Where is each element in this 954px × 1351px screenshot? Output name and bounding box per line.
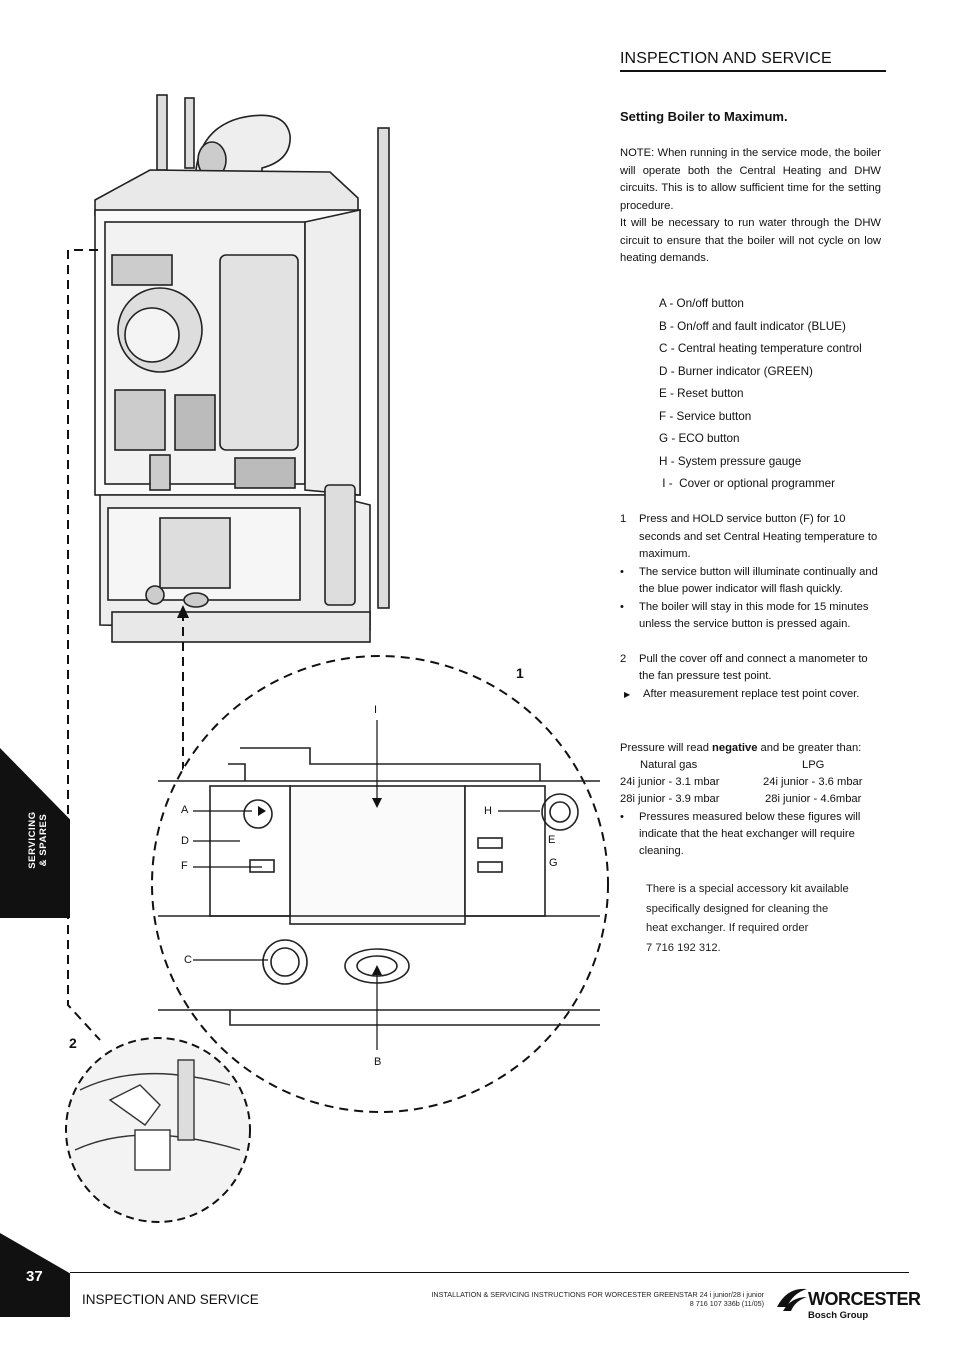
step-text: Press and HOLD service button (F) for 10… bbox=[639, 513, 878, 560]
step-1-bullet-2: • The boiler will stay in this mode for … bbox=[620, 599, 885, 634]
legend-item-c: C - Central heating temperature control bbox=[659, 342, 862, 355]
step-text: Pull the cover off and connect a manomet… bbox=[639, 652, 868, 683]
legend-item-b: B - On/off and fault indicator (BLUE) bbox=[659, 319, 846, 333]
callout-c: C bbox=[184, 954, 192, 966]
brand-subtitle: Bosch Group bbox=[808, 1310, 869, 1321]
callout-e: E bbox=[548, 834, 556, 846]
bullet-icon: • bbox=[620, 600, 624, 613]
page-number: 37 bbox=[26, 1268, 43, 1285]
callout-i: I bbox=[374, 704, 378, 716]
cell-ng-24i: 24i junior - 3.1 mbar bbox=[620, 776, 720, 788]
cell-lpg-24i: 24i junior - 3.6 mbar bbox=[763, 776, 863, 788]
note-paragraph-2: It will be necessary to run water throug… bbox=[620, 217, 881, 264]
footer-doc-info: INSTALLATION & SERVICING INSTRUCTIONS FO… bbox=[431, 1290, 764, 1308]
legend-item-f: F - Service button bbox=[659, 409, 752, 423]
bullet-icon: • bbox=[620, 811, 624, 823]
cell-ng-28i: 28i junior - 3.9 mbar bbox=[620, 793, 720, 805]
note-paragraph-1: NOTE: When running in the service mode, … bbox=[620, 147, 881, 212]
callout-a: A bbox=[181, 804, 189, 816]
arrow-icon bbox=[372, 965, 382, 975]
step-number: 2 bbox=[620, 652, 627, 665]
page-header-title: INSPECTION AND SERVICE bbox=[620, 50, 886, 72]
accessory-kit-note: There is a special accessory kit availab… bbox=[646, 883, 849, 954]
step-2: 2 Pull the cover off and connect a manom… bbox=[620, 651, 885, 686]
arrow-icon bbox=[372, 798, 382, 808]
callout-b: B bbox=[374, 1056, 382, 1068]
column-head-natural-gas: Natural gas bbox=[640, 759, 698, 771]
callout-d: D bbox=[181, 835, 189, 847]
pressure-table: Pressure will read negative and be great… bbox=[620, 740, 885, 860]
step-1-bullet-1: • The service button will illuminate con… bbox=[620, 564, 885, 599]
legend-item-e: E - Reset button bbox=[659, 387, 744, 400]
figure-1-label: 1 bbox=[516, 665, 524, 681]
triangle-bullet-icon: ▶ bbox=[624, 689, 631, 699]
column-head-lpg: LPG bbox=[802, 759, 825, 771]
callout-f: F bbox=[181, 860, 188, 872]
footer-divider bbox=[70, 1272, 909, 1273]
note-block: NOTE: When running in the service mode, … bbox=[620, 145, 881, 268]
figure-2-label: 2 bbox=[69, 1035, 77, 1051]
legend-item-i: I - Cover or optional programmer bbox=[659, 477, 836, 490]
section-title: Setting Boiler to Maximum. bbox=[620, 109, 788, 124]
footer-section: INSPECTION AND SERVICE bbox=[82, 1292, 259, 1307]
arrow-icon bbox=[258, 806, 266, 816]
bullet-icon: • bbox=[620, 565, 624, 578]
procedure-steps: 1 Press and HOLD service button (F) for … bbox=[620, 511, 885, 703]
step-2-bullet-1: ▶ After measurement replace test point c… bbox=[620, 686, 885, 704]
worcester-logo-icon bbox=[777, 1288, 807, 1311]
step-1: 1 Press and HOLD service button (F) for … bbox=[620, 511, 885, 564]
arrow-icon bbox=[177, 605, 189, 618]
legend-item-h: H - System pressure gauge bbox=[659, 454, 802, 468]
callout-g: G bbox=[549, 857, 558, 869]
pressure-intro: Pressure will read negative and be great… bbox=[620, 742, 862, 754]
pressure-bullet: • Pressures measured below these figures… bbox=[620, 809, 885, 860]
legend-item-a: A - On/off button bbox=[659, 297, 744, 310]
callout-h: H bbox=[484, 805, 492, 817]
boiler-illustration bbox=[65, 94, 609, 1223]
legend-item-g: G - ECO button bbox=[659, 432, 740, 445]
step-number: 1 bbox=[620, 513, 627, 525]
brand-name: WORCESTER bbox=[808, 1289, 921, 1309]
legend-item-d: D - Burner indicator (GREEN) bbox=[659, 364, 813, 378]
cell-lpg-28i: 28i junior - 4.6mbar bbox=[765, 793, 862, 805]
component-legend: A - On/off button B - On/off and fault i… bbox=[659, 295, 862, 498]
